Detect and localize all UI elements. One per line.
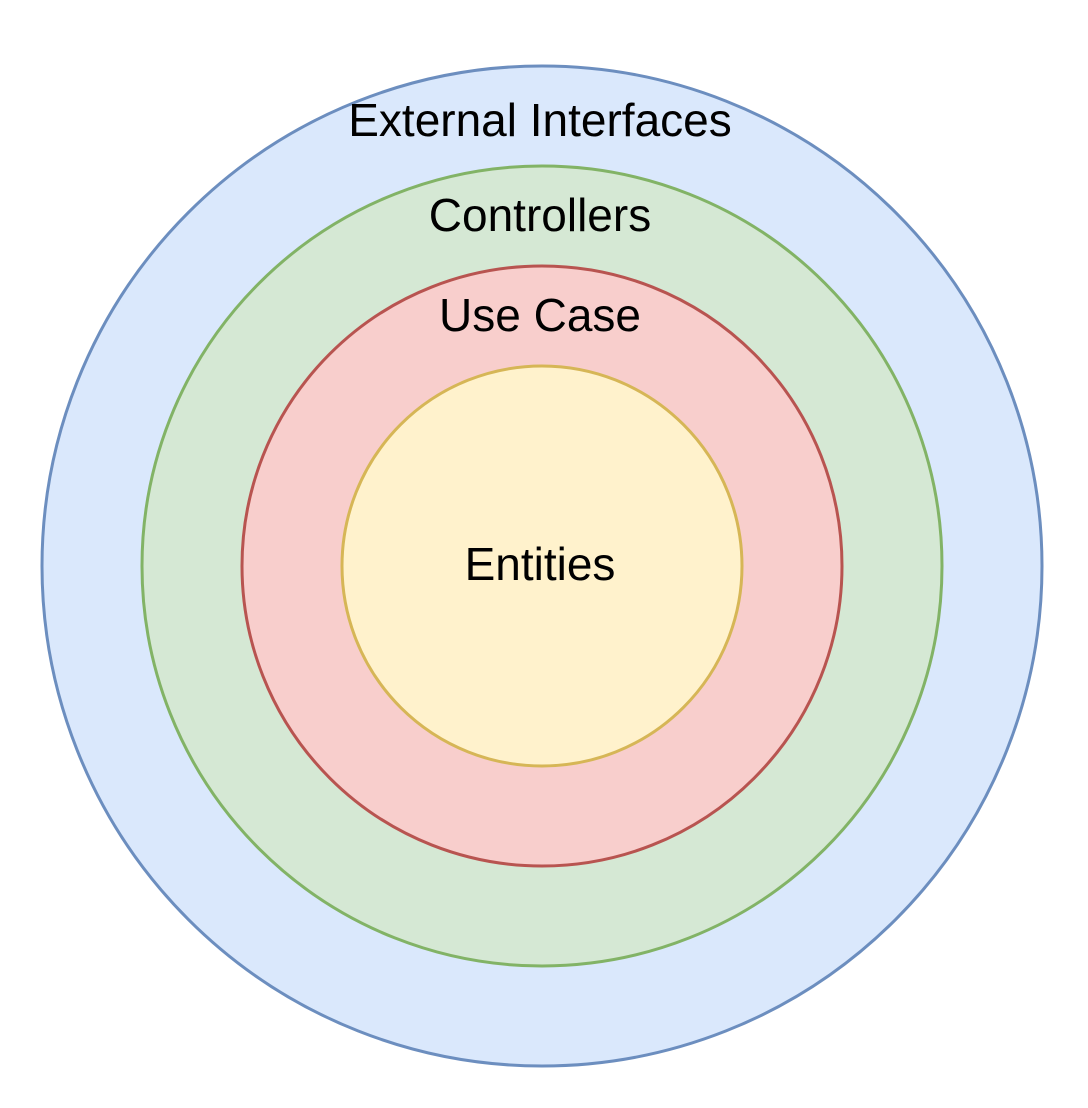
layer-controllers-label: Controllers [429, 189, 651, 241]
layer-entities-outline [340, 364, 744, 768]
layer-external-interfaces-label: External Interfaces [348, 94, 732, 146]
layer-external-interfaces-outline [40, 64, 1044, 1068]
layer-controllers-outline [140, 164, 944, 968]
layer-entities: Entities [340, 364, 744, 768]
layer-entities-circle [342, 366, 742, 766]
layer-entities-label: Entities [465, 538, 616, 590]
layer-use-case-label: Use Case [439, 289, 641, 341]
layer-use-case-outline [240, 264, 844, 868]
